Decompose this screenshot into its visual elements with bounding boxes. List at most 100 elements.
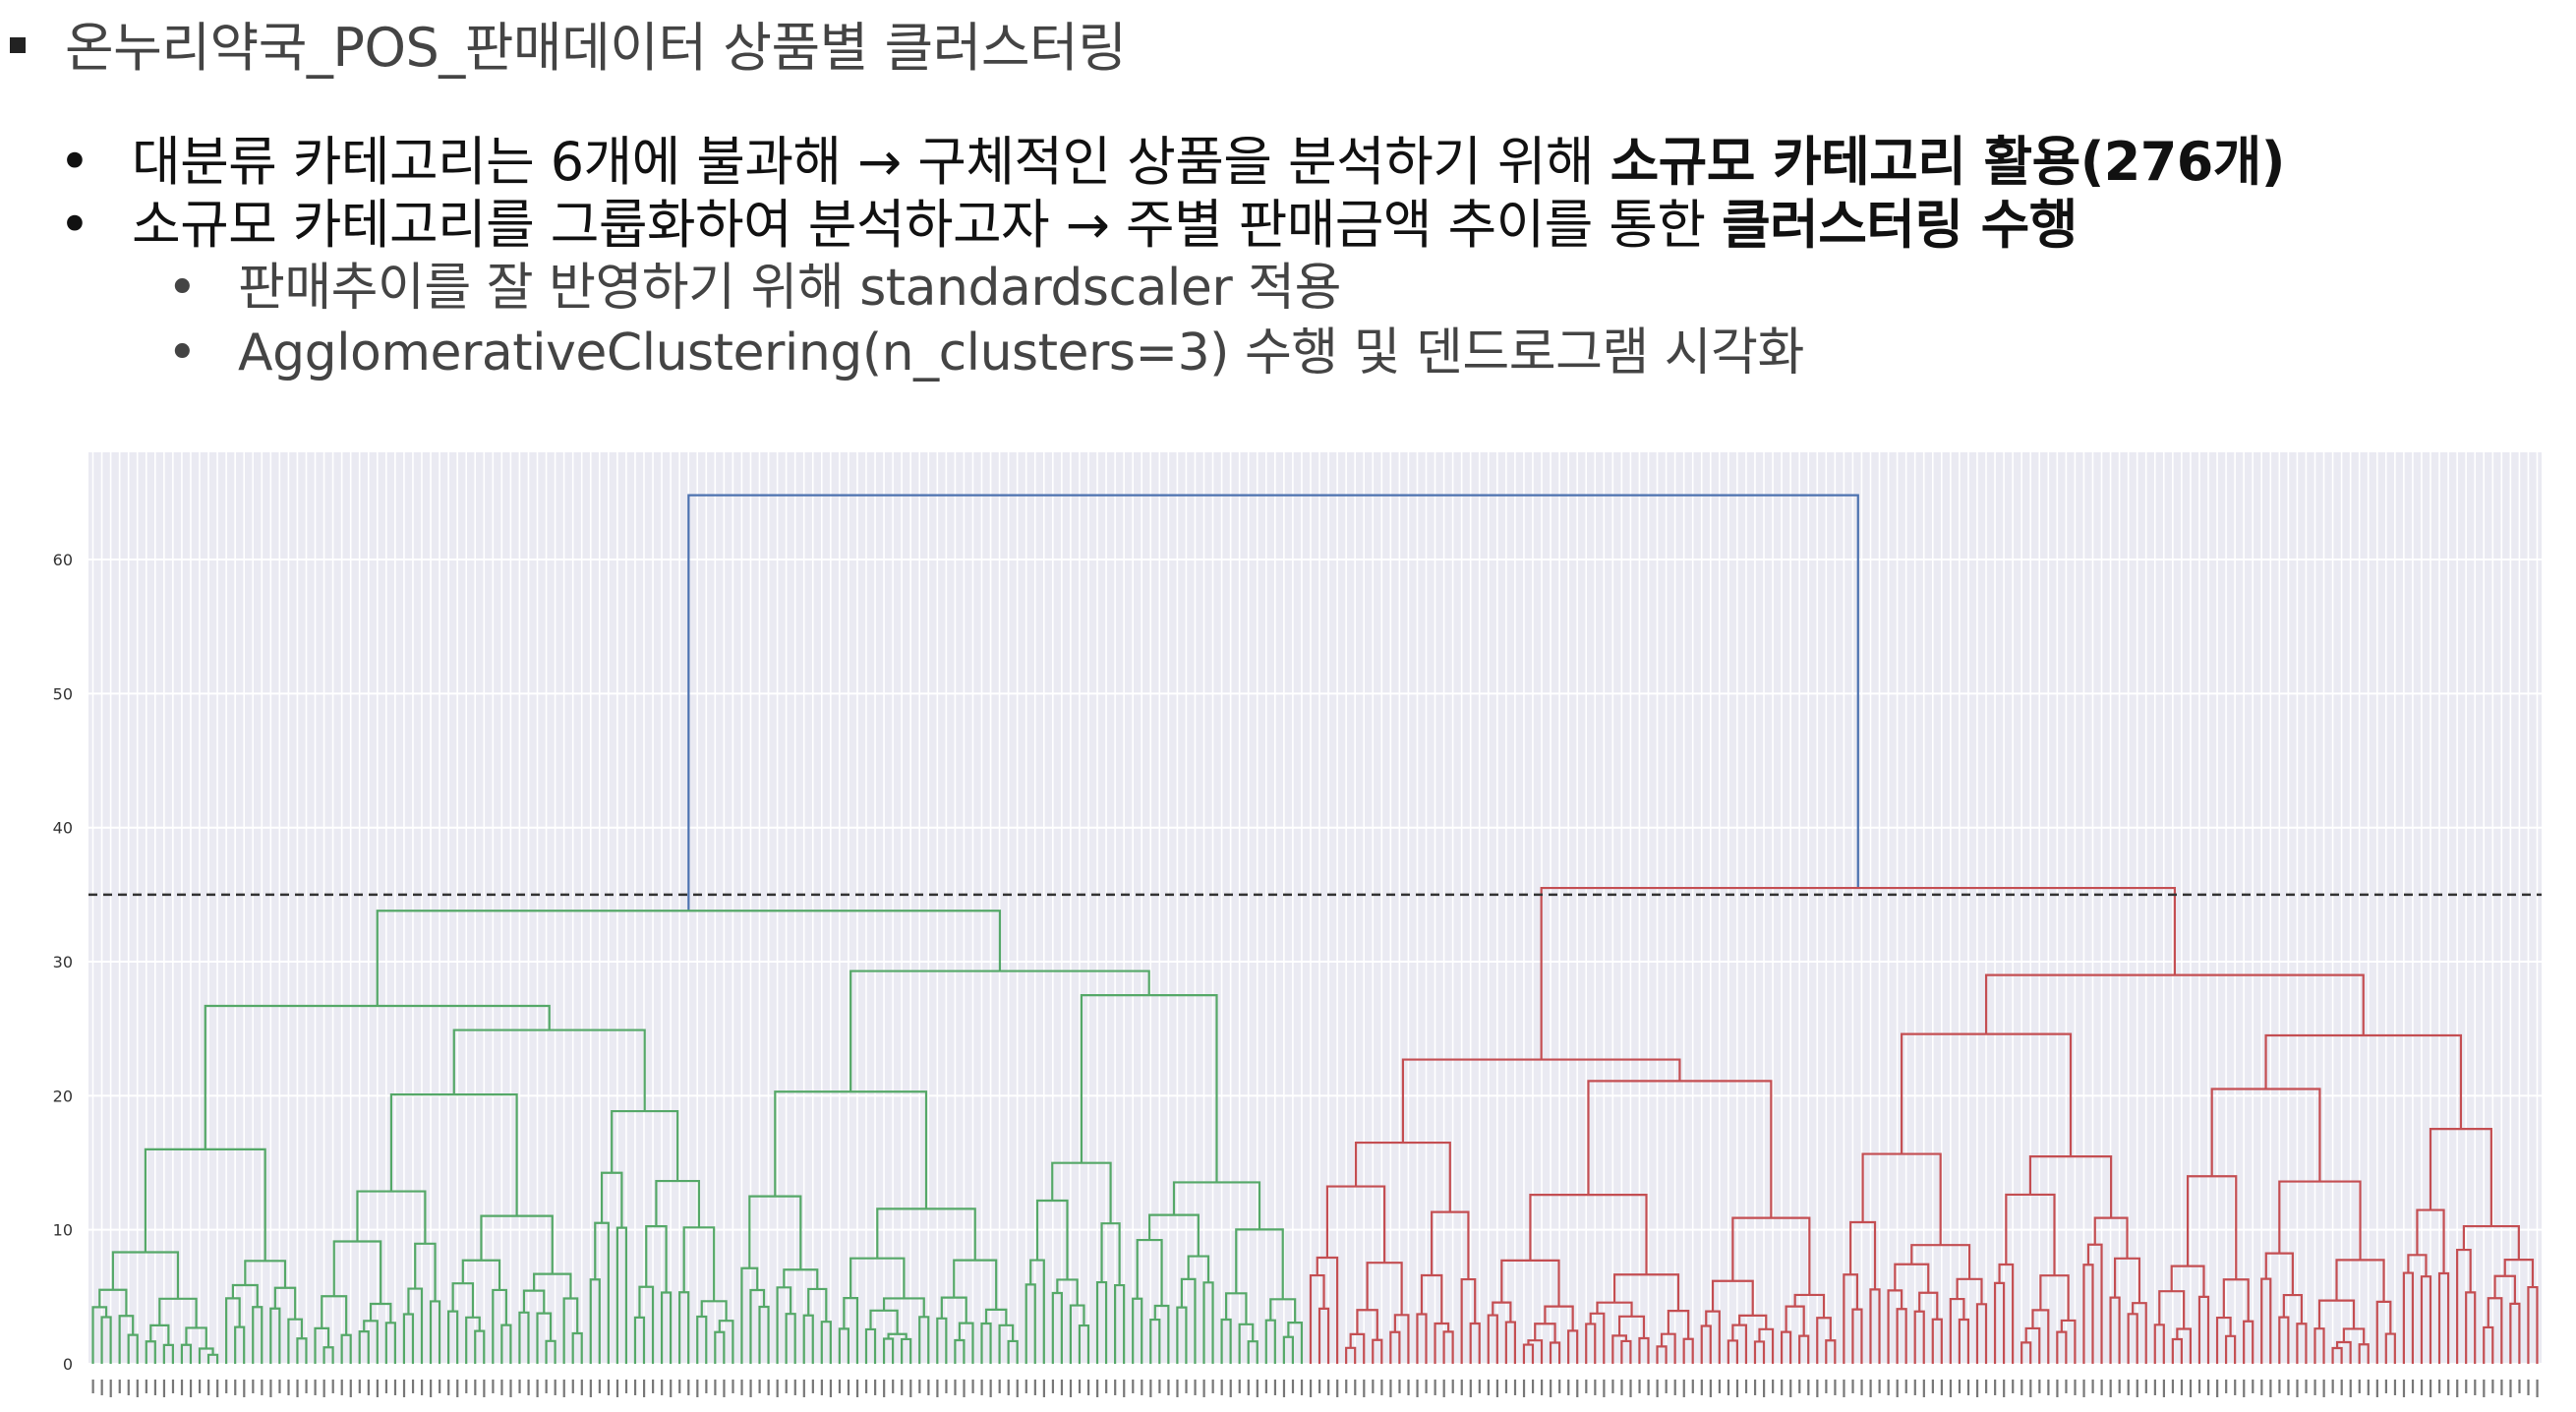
leaf-tick-label — [1735, 1380, 1739, 1397]
leaf-tick-label — [1123, 1380, 1126, 1397]
leaf-tick-label — [1550, 1380, 1552, 1397]
green-cluster-link — [655, 1179, 701, 1228]
red-cluster-link — [2158, 1290, 2186, 1329]
leaf-tick-label — [1158, 1380, 1161, 1393]
sub-bullet-1-text: 판매추이를 잘 반영하기 위해 standardscaler 적용 — [238, 259, 1341, 318]
leaf-tick-label — [1522, 1380, 1526, 1397]
red-cluster-link — [2278, 1316, 2290, 1364]
leaf-tick-label — [296, 1380, 299, 1397]
bullet-2-bold-text: 클러스터링 수행 — [1722, 194, 2078, 256]
leaf-tick-label — [1354, 1380, 1357, 1395]
red-cluster-link — [2462, 1224, 2520, 1261]
red-cluster-link — [2407, 1254, 2428, 1277]
red-cluster-link — [2313, 1327, 2325, 1364]
leaf-tick-label — [2171, 1380, 2175, 1393]
red-cluster-link — [2082, 1264, 2094, 1364]
green-cluster-link — [522, 1289, 546, 1314]
red-cluster-link — [2113, 1257, 2141, 1304]
green-cluster-link — [451, 1282, 475, 1318]
leaf-tick-label — [153, 1380, 156, 1395]
red-cluster-link — [1416, 1313, 1428, 1364]
red-cluster-link — [1731, 1216, 1811, 1295]
green-cluster-link — [589, 1278, 601, 1364]
leaf-tick-label — [1060, 1380, 1064, 1395]
leaf-tick-label — [1176, 1380, 1179, 1397]
red-cluster-link — [2222, 1278, 2250, 1322]
red-cluster-link — [1780, 1330, 1792, 1364]
green-cluster-link — [1051, 1161, 1112, 1224]
red-cluster-link — [1460, 1277, 1477, 1364]
leaf-tick-label — [1309, 1380, 1313, 1397]
leaf-tick-label — [2527, 1380, 2530, 1395]
red-cluster-link — [1918, 1291, 1939, 1320]
leaf-tick-label — [661, 1380, 664, 1395]
leaf-tick-label — [118, 1380, 121, 1393]
red-cluster-link — [1731, 1324, 1748, 1364]
leaf-tick-label — [145, 1380, 147, 1393]
red-cluster-link — [2335, 1340, 2352, 1364]
red-cluster-link — [1705, 1310, 1721, 1364]
leaf-tick-label — [1789, 1380, 1792, 1397]
red-cluster-link — [1366, 1262, 1403, 1316]
bullet-1-text: 대분류 카테고리는 6개에 불과해 → 구체적인 상품을 분석하기 위해 — [132, 131, 1610, 193]
red-cluster-link — [1638, 1336, 1650, 1364]
green-cluster-link — [369, 1302, 392, 1324]
green-cluster-link — [314, 1326, 330, 1364]
red-cluster-link — [1442, 1330, 1454, 1364]
leaf-tick-label — [1594, 1380, 1597, 1395]
leaf-tick-label — [678, 1380, 681, 1393]
leaf-tick-label — [598, 1380, 601, 1393]
green-cluster-link — [447, 1310, 459, 1364]
leaf-tick-label — [1078, 1380, 1082, 1393]
green-cluster-link — [1269, 1298, 1297, 1324]
green-cluster-link — [273, 1286, 297, 1320]
leaf-tick-label — [216, 1380, 219, 1397]
leaf-tick-label — [1966, 1380, 1970, 1395]
leaf-tick-label — [1763, 1380, 1766, 1397]
red-cluster-link — [2197, 1295, 2210, 1364]
red-cluster-link — [2176, 1327, 2193, 1364]
leaf-tick-label — [2536, 1380, 2539, 1397]
leaf-tick-label — [1620, 1380, 1623, 1395]
leaf-tick-label — [1513, 1380, 1517, 1395]
leaf-tick-label — [261, 1380, 263, 1395]
leaf-tick-label — [2331, 1380, 2334, 1393]
leaf-tick-label — [2393, 1380, 2397, 1395]
green-cluster-link — [111, 1251, 180, 1299]
red-cluster-link — [1849, 1220, 1877, 1290]
red-cluster-link — [1738, 1314, 1768, 1329]
leaf-tick-label — [411, 1380, 415, 1393]
y-tick-label: 50 — [53, 684, 73, 703]
green-cluster-link — [678, 1291, 690, 1364]
red-cluster-link — [2420, 1275, 2432, 1364]
leaf-tick-label — [652, 1380, 655, 1393]
y-tick-label: 40 — [53, 819, 73, 838]
green-cluster-link — [958, 1322, 974, 1364]
green-cluster-link — [414, 1242, 437, 1302]
red-cluster-link — [2215, 1316, 2232, 1364]
sub-bullet-dot-icon: • — [167, 324, 198, 382]
green-cluster-link — [682, 1226, 716, 1302]
leaf-tick-label — [1114, 1380, 1117, 1395]
leaf-tick-label — [1372, 1380, 1375, 1393]
green-cluster-link — [269, 1307, 281, 1364]
red-cluster-link — [2483, 1325, 2494, 1364]
red-cluster-link — [1372, 1338, 1383, 1364]
leaf-tick-label — [624, 1380, 628, 1393]
leaf-tick-label — [927, 1380, 930, 1395]
green-cluster-link — [1247, 1340, 1259, 1364]
red-cluster-link — [2342, 1327, 2366, 1345]
red-cluster-link — [2282, 1293, 2304, 1324]
y-tick-label: 30 — [53, 953, 73, 971]
leaf-tick-label — [2500, 1380, 2503, 1395]
green-cluster-link — [700, 1300, 728, 1322]
leaf-tick-label — [1025, 1380, 1027, 1393]
green-cluster-link — [633, 1316, 646, 1364]
red-cluster-link — [1993, 1281, 2006, 1364]
green-cluster-link — [1080, 994, 1218, 1183]
green-cluster-link — [204, 1004, 551, 1149]
green-cluster-link — [1282, 1335, 1294, 1364]
red-cluster-link — [1910, 1244, 1971, 1279]
leaf-tick-label — [1211, 1380, 1214, 1393]
leaf-tick-label — [100, 1380, 103, 1395]
